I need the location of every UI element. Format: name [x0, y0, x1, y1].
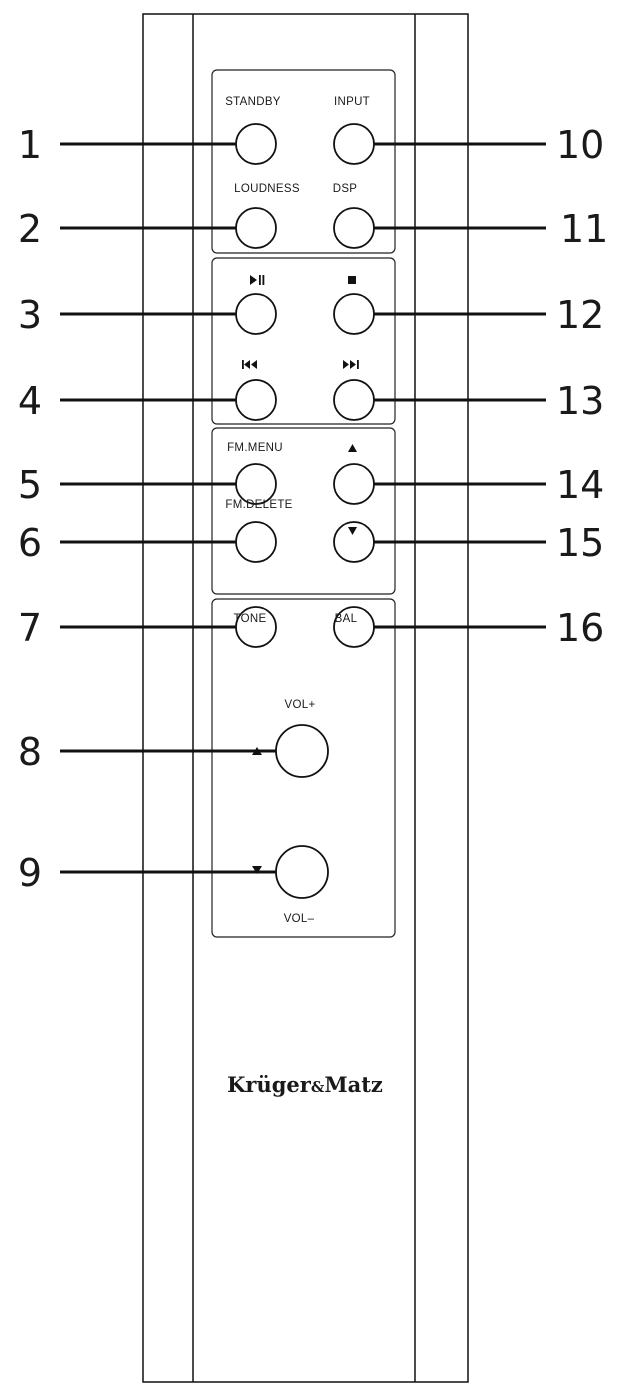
standby-label: STANDBY	[225, 96, 281, 108]
down-arrow-icon	[348, 527, 357, 535]
callout-number-6: 6	[18, 521, 42, 565]
callout-number-16: 16	[556, 606, 604, 650]
dsp-label: DSP	[333, 183, 358, 195]
callout-number-12: 12	[556, 293, 604, 337]
loudness-label: LOUDNESS	[234, 183, 300, 195]
input-button[interactable]	[333, 123, 375, 165]
panel-playback	[211, 257, 396, 425]
callout-number-3: 3	[18, 293, 42, 337]
stop-button[interactable]	[333, 293, 375, 335]
up-button[interactable]	[333, 463, 375, 505]
skip-previous-icon	[242, 360, 257, 369]
standby-button[interactable]	[235, 123, 277, 165]
brand-part2: Matz	[324, 1072, 383, 1097]
vol-down-button[interactable]	[275, 845, 329, 899]
loudness-button[interactable]	[235, 207, 277, 249]
callout-number-11: 11	[560, 207, 608, 251]
callout-number-5: 5	[18, 463, 42, 507]
brand-amp: &	[311, 1078, 325, 1096]
fm-menu-label: FM.MENU	[227, 442, 283, 454]
callout-number-2: 2	[18, 207, 42, 251]
panel-fm	[211, 427, 396, 595]
callout-number-14: 14	[556, 463, 604, 507]
callout-number-1: 1	[18, 123, 42, 167]
play-pause-icon	[250, 275, 265, 285]
brand-part1: Krüger	[227, 1072, 312, 1097]
previous-button[interactable]	[235, 379, 277, 421]
vol-up-button[interactable]	[275, 724, 329, 778]
panel-power-input	[211, 69, 396, 254]
down-button[interactable]	[333, 521, 375, 563]
vol-down-marker-icon	[252, 866, 262, 874]
fm-delete-button[interactable]	[235, 521, 277, 563]
fm-menu-button[interactable]	[235, 463, 277, 505]
callout-number-9: 9	[18, 851, 42, 895]
tone-label: TONE	[234, 613, 267, 625]
dsp-button[interactable]	[333, 207, 375, 249]
callout-number-8: 8	[18, 730, 42, 774]
brand-logo: Krüger&Matz	[227, 1072, 383, 1097]
up-arrow-icon	[348, 444, 357, 452]
fm-delete-label: FM.DELETE	[225, 499, 292, 511]
vol-down-label: VOL–	[284, 913, 315, 925]
input-label: INPUT	[334, 96, 370, 108]
callout-number-7: 7	[18, 606, 42, 650]
panel-tone-volume	[211, 598, 396, 938]
skip-next-icon	[343, 360, 359, 369]
callout-number-4: 4	[18, 379, 42, 423]
vol-up-label: VOL+	[285, 699, 316, 711]
callout-number-10: 10	[556, 123, 604, 167]
callout-number-15: 15	[556, 521, 604, 565]
vol-up-marker-icon	[252, 747, 262, 755]
remote-body	[142, 13, 469, 1383]
bal-label: BAL	[335, 613, 358, 625]
bal-button[interactable]	[333, 606, 375, 648]
callout-number-13: 13	[556, 379, 604, 423]
next-button[interactable]	[333, 379, 375, 421]
stop-icon	[348, 276, 356, 284]
play-pause-button[interactable]	[235, 293, 277, 335]
tone-button[interactable]	[235, 606, 277, 648]
